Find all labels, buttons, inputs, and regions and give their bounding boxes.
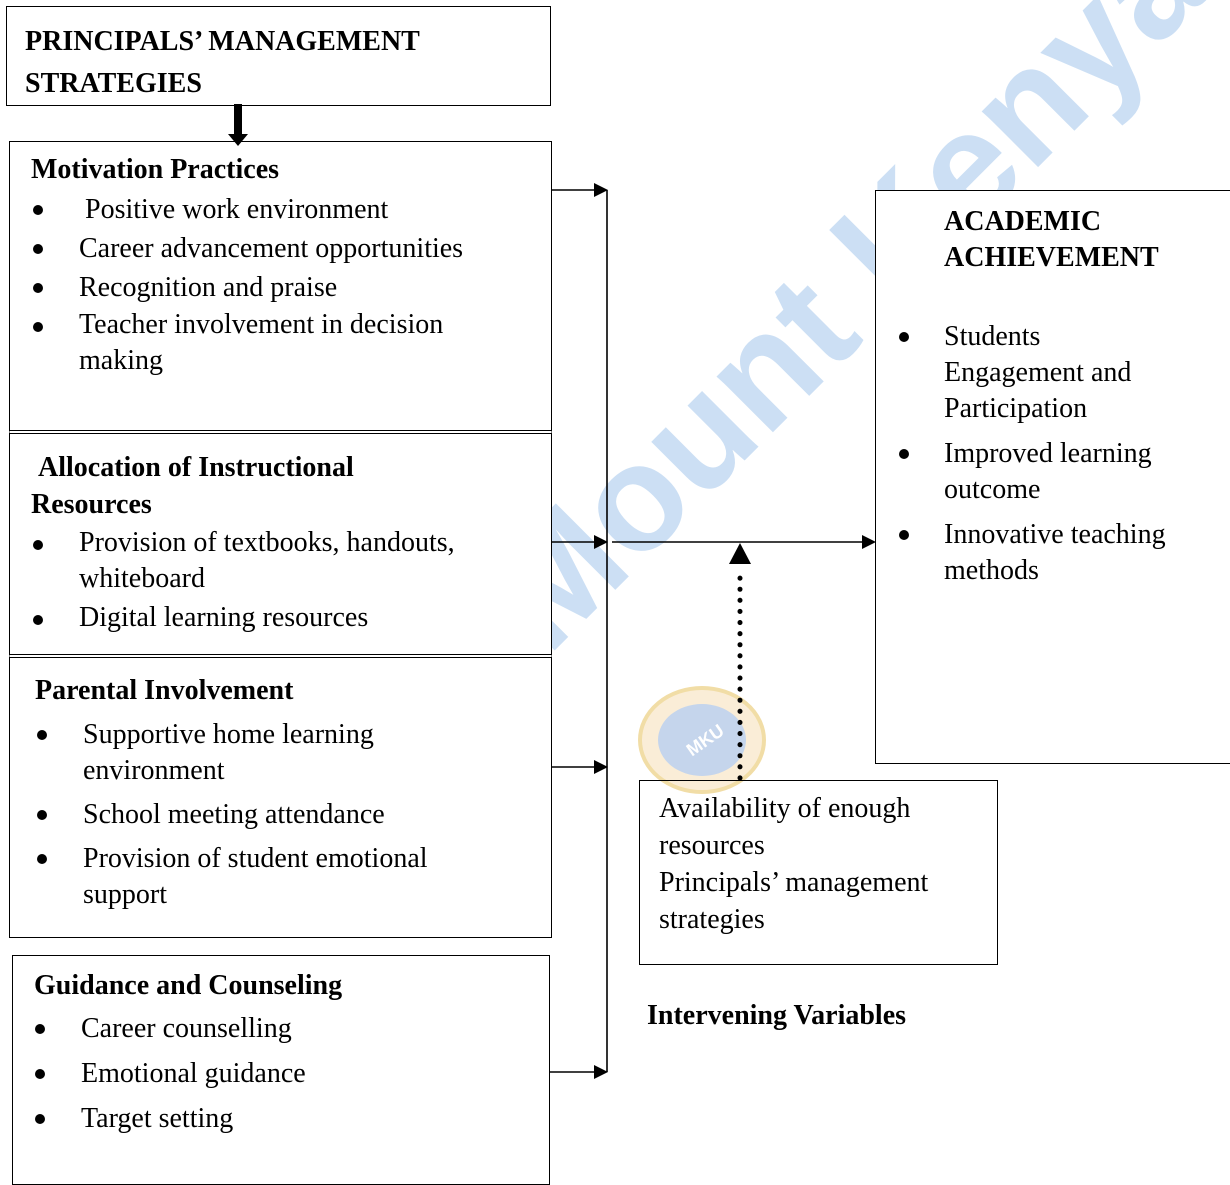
bullet-icon: [33, 540, 43, 550]
allocation-list: Provision of textbooks, handouts, whiteb…: [31, 525, 531, 636]
bullet-icon: [33, 322, 43, 332]
outcome-heading-line-1: ACADEMIC: [944, 206, 1102, 237]
bullet-icon: [33, 205, 43, 215]
motivation-list: Positive work environment Career advance…: [31, 190, 531, 379]
list-item: School meeting attendance: [31, 797, 531, 833]
list-item: Digital learning resources: [31, 600, 531, 636]
university-seal-icon: MKU: [638, 686, 766, 794]
bullet-icon: [33, 244, 43, 254]
intervening-item-1: Availability of enough resources: [659, 793, 911, 861]
list-item: Innovative teaching methods: [895, 517, 1215, 589]
bullet-icon: [35, 1024, 45, 1034]
bullet-icon: [899, 449, 909, 459]
bullet-icon: [899, 530, 909, 540]
outcome-list: Students Engagement and Participation Im…: [895, 319, 1215, 589]
parental-list: Supportive home learning environment Sch…: [31, 717, 531, 913]
intervening-item-2: Principals’ management strategies: [659, 867, 929, 935]
guidance-heading: Guidance and Counseling: [34, 970, 343, 1001]
bullet-icon: [37, 730, 47, 740]
list-item: Recognition and praise: [31, 268, 531, 307]
list-item: Provision of student emotional support: [31, 841, 531, 913]
list-item: Supportive home learning environment: [31, 717, 531, 789]
outcome-heading-line-2: ACHIEVEMENT: [944, 242, 1159, 273]
allocation-heading-line-1: Allocation of Instructional: [38, 452, 354, 483]
bullet-icon: [33, 283, 43, 293]
parental-box: [9, 658, 552, 938]
list-item: Provision of textbooks, handouts, whiteb…: [31, 525, 531, 597]
list-item: Target setting: [31, 1100, 531, 1137]
allocation-box: [9, 434, 552, 658]
title-line-2: STRATEGIES: [25, 68, 202, 99]
list-item: Teacher involvement in decision making: [31, 307, 531, 379]
bullet-icon: [37, 810, 47, 820]
bullet-icon: [35, 1069, 45, 1079]
bullet-icon: [899, 332, 909, 342]
intervening-box: [639, 780, 998, 965]
allocation-heading-line-2: Resources: [31, 489, 152, 520]
list-item: Improved learning outcome: [895, 436, 1215, 508]
list-item: Career advancement opportunities: [31, 229, 531, 268]
list-item: Emotional guidance: [31, 1055, 531, 1092]
parental-heading: Parental Involvement: [35, 675, 294, 706]
list-item: Positive work environment: [31, 190, 531, 229]
title-box: PRINCIPALS’ MANAGEMENT STRATEGIES: [6, 6, 551, 106]
intervening-label: Intervening Variables: [647, 1000, 907, 1031]
title-arrow-head: [228, 134, 248, 146]
list-item: Students Engagement and Participation: [895, 319, 1215, 427]
motivation-box: [9, 141, 552, 434]
list-item: Career counselling: [31, 1010, 531, 1047]
guidance-list: Career counselling Emotional guidance Ta…: [31, 1010, 531, 1137]
intervening-arrow-head: [729, 543, 751, 564]
bullet-icon: [35, 1114, 45, 1124]
bullet-icon: [33, 615, 43, 625]
title-line-1: PRINCIPALS’ MANAGEMENT: [25, 26, 420, 57]
title-arrow-shaft: [234, 104, 242, 137]
bullet-icon: [37, 854, 47, 864]
guidance-box: [12, 955, 550, 1185]
outcome-box: [875, 190, 1230, 764]
motivation-heading: Motivation Practices: [31, 154, 280, 185]
